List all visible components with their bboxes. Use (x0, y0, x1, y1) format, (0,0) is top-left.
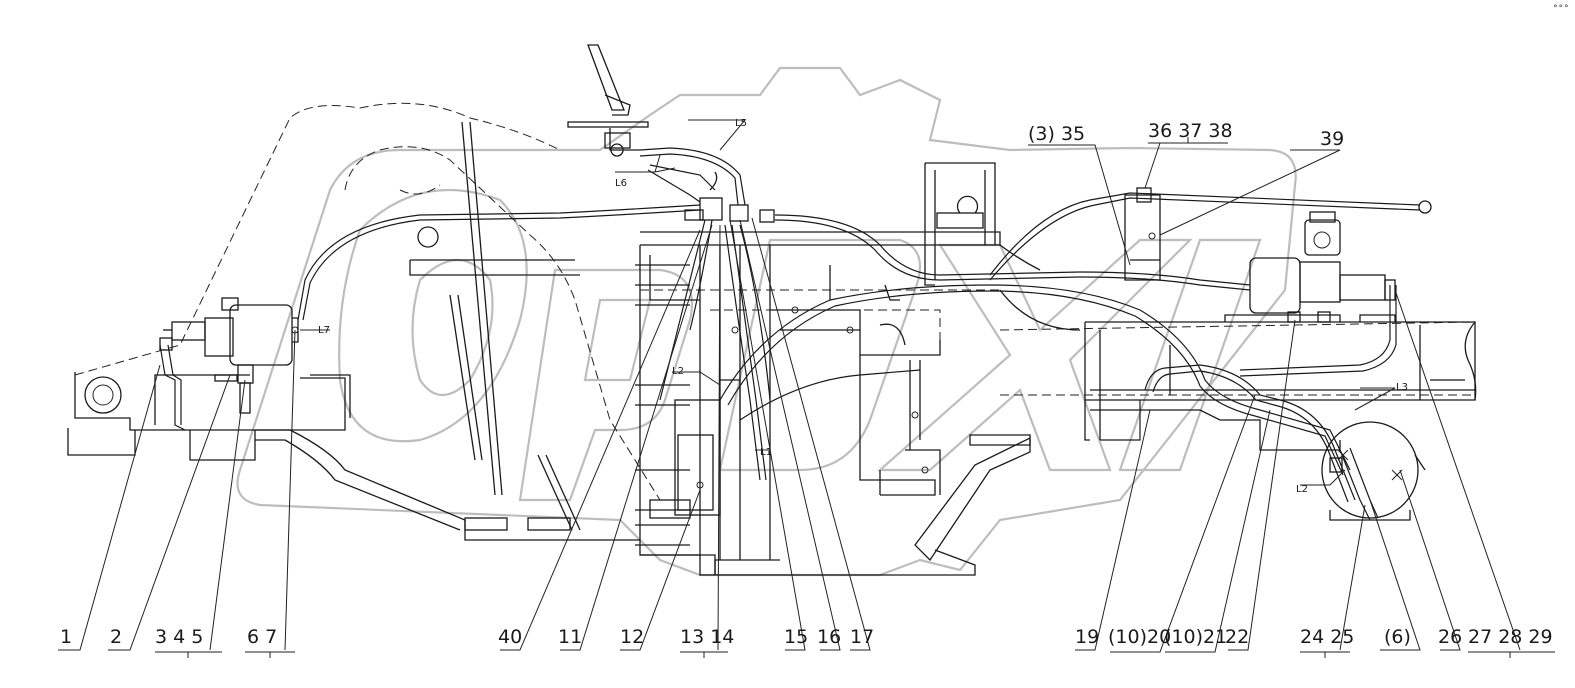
hose-line-labels: L5 L6 L7 L2 L1 L3 L2 (318, 118, 1408, 495)
callout-24-25: 24 25 (1300, 626, 1354, 648)
callout-16: 16 (817, 626, 841, 648)
callout-10-21: (10)21 (1164, 626, 1227, 648)
callout-39: 39 (1320, 128, 1344, 150)
callout-6-paren: (6) (1384, 626, 1411, 648)
brake-components (159, 44, 1426, 521)
line-label-L5: L5 (735, 118, 747, 129)
callout-leaders (58, 119, 1555, 658)
watermark-logo (236, 66, 1297, 577)
line-label-L2-left: L2 (672, 366, 684, 377)
callout-3-35: (3) 35 (1028, 123, 1085, 145)
line-label-L3: L3 (1396, 382, 1408, 393)
callout-27-28-29: 27 28 29 (1468, 626, 1553, 648)
brake-hoses (159, 147, 1432, 521)
frame-structure (67, 102, 1477, 576)
part-number-labels: 1 2 3 4 5 6 7 40 11 12 13 14 15 16 17 19… (60, 120, 1553, 648)
callout-22: 22 (1225, 626, 1249, 648)
callout-40: 40 (498, 626, 522, 648)
line-label-L7: L7 (318, 325, 330, 336)
callout-1: 1 (60, 626, 72, 648)
callout-10-20: (10)20 (1108, 626, 1171, 648)
line-label-L6: L6 (615, 178, 627, 189)
corner-mark: °°° (1552, 4, 1569, 14)
callout-15: 15 (784, 626, 808, 648)
callout-13-14: 13 14 (680, 626, 734, 648)
callout-19: 19 (1075, 626, 1099, 648)
line-label-L2-right: L2 (1296, 484, 1308, 495)
callout-6-7: 6 7 (247, 626, 277, 648)
callout-12: 12 (620, 626, 644, 648)
callout-11: 11 (558, 626, 582, 648)
line-label-L1: L1 (760, 447, 772, 458)
callout-17: 17 (850, 626, 874, 648)
callout-36-37-38: 36 37 38 (1148, 120, 1233, 142)
callout-26: 26 (1438, 626, 1462, 648)
callout-3-4-5: 3 4 5 (155, 626, 203, 648)
callout-2: 2 (110, 626, 122, 648)
